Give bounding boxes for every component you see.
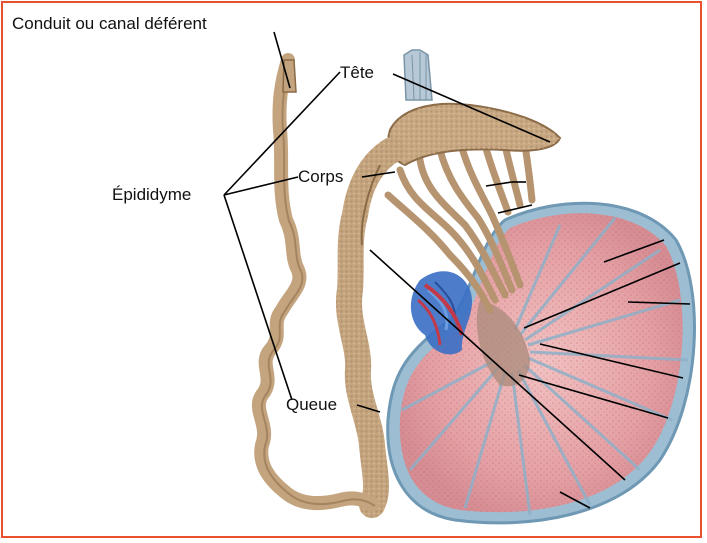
label-body: Corps — [298, 168, 343, 185]
label-head: Tête — [340, 64, 374, 81]
label-tail: Queue — [286, 396, 337, 413]
label-vas-deferens: Conduit ou canal déférent — [12, 15, 207, 32]
label-epididymis: Épididyme — [112, 186, 191, 203]
testis — [388, 203, 695, 523]
spermatic-cord-stump — [404, 50, 432, 100]
